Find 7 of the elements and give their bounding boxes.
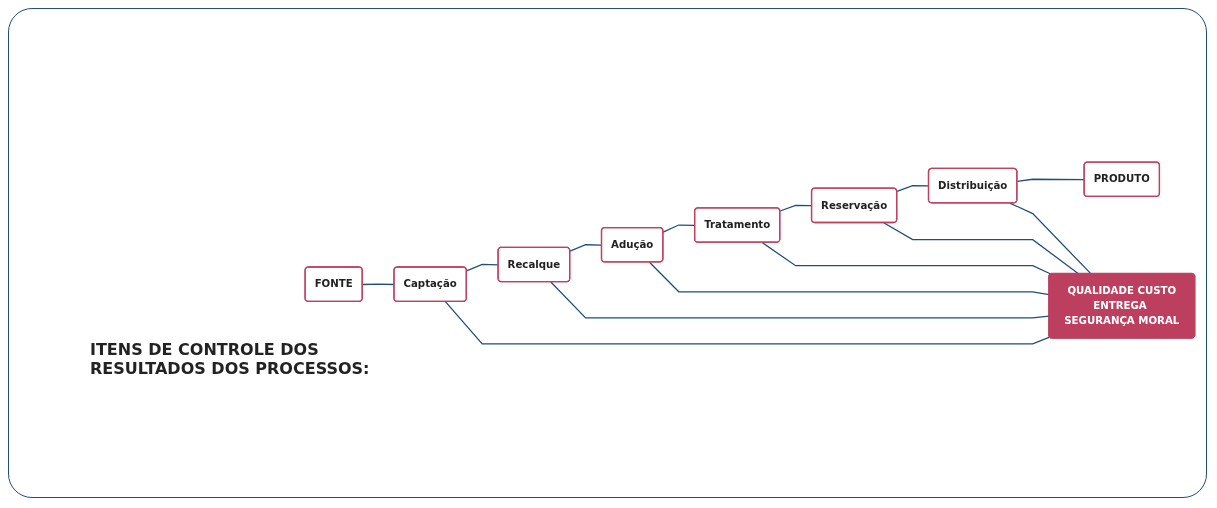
note-text: ITENS DE CONTROLE DOS RESULTADOS DOS PROCESSOS: — [90, 340, 371, 378]
connector — [761, 241, 1052, 275]
connector — [883, 222, 1080, 275]
connector — [1009, 202, 1092, 275]
connector — [550, 281, 1050, 319]
connector — [444, 301, 1051, 345]
connector — [648, 261, 1050, 296]
